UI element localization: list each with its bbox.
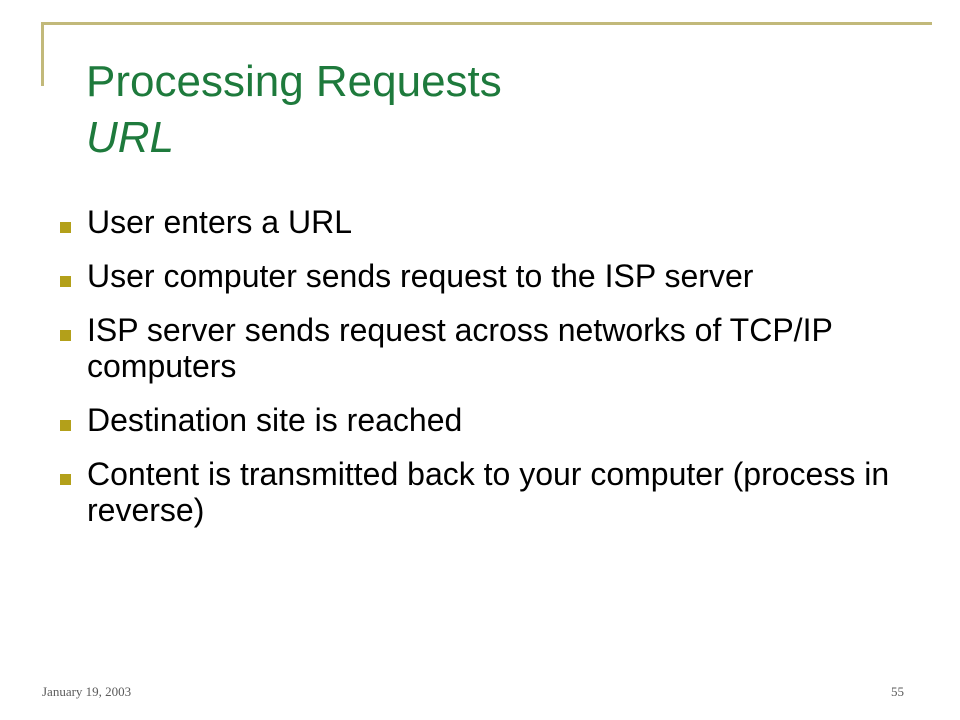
square-bullet-icon xyxy=(60,330,71,341)
square-bullet-icon xyxy=(60,276,71,287)
bullet-item: ISP server sends request across networks… xyxy=(60,312,900,384)
bullet-item: User computer sends request to the ISP s… xyxy=(60,258,900,294)
bullet-text: Content is transmitted back to your comp… xyxy=(87,456,890,528)
slide-title: Processing Requests URL xyxy=(86,54,502,166)
bullet-text: Destination site is reached xyxy=(87,402,463,438)
bullet-item: Destination site is reached xyxy=(60,402,900,438)
bullet-item: Content is transmitted back to your comp… xyxy=(60,456,900,528)
square-bullet-icon xyxy=(60,420,71,431)
square-bullet-icon xyxy=(60,222,71,233)
title-text: Processing Requests xyxy=(86,57,502,106)
footer-date: January 19, 2003 xyxy=(42,684,132,699)
title-subtitle: URL xyxy=(86,113,175,162)
bullet-text: User computer sends request to the ISP s… xyxy=(87,258,754,294)
bullet-text: ISP server sends request across networks… xyxy=(87,312,833,384)
square-bullet-icon xyxy=(60,474,71,485)
bullet-text: User enters a URL xyxy=(87,204,352,240)
bullet-list: User enters a URL User computer sends re… xyxy=(60,204,900,546)
footer-page-number: 55 xyxy=(891,684,904,699)
bullet-item: User enters a URL xyxy=(60,204,900,240)
frame-top-line xyxy=(41,22,932,25)
frame-left-line xyxy=(41,22,44,86)
